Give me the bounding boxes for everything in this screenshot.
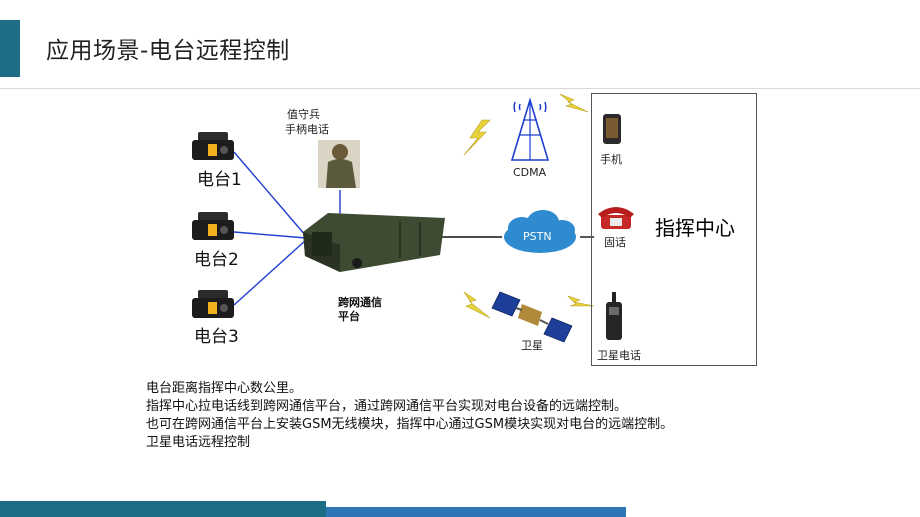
platform-label-line1: 跨网通信 xyxy=(338,296,382,309)
guard-label-line1: 值守兵 xyxy=(287,108,320,121)
radio-3-icon xyxy=(192,290,234,318)
satellite-icon xyxy=(491,291,573,343)
note-line-2: 指挥中心拉电话线到跨网通信平台，通过跨网通信平台实现对电台设备的远端控制。 xyxy=(146,399,628,414)
mobile-phone-label: 手机 xyxy=(600,153,622,166)
link-radio1 xyxy=(233,151,307,237)
radio-3-label: 电台3 xyxy=(194,327,239,347)
pstn-cloud-icon xyxy=(504,210,576,253)
footer-bar-dark xyxy=(0,501,326,517)
guard-label-line2: 手柄电话 xyxy=(285,123,329,136)
mobile-phone-icon xyxy=(603,114,621,144)
pstn-label: PSTN xyxy=(523,230,552,243)
title-divider xyxy=(0,88,920,89)
page-title: 应用场景-电台远程控制 xyxy=(46,38,290,64)
radio-1-label: 电台1 xyxy=(197,170,242,190)
footer-bar-light xyxy=(326,507,626,517)
title-accent-bar xyxy=(0,20,20,77)
link-radio3 xyxy=(233,239,307,306)
notes-block: 电台距离指挥中心数公里。 指挥中心拉电话线到跨网通信平台，通过跨网通信平台实现对… xyxy=(146,380,673,452)
landline-label: 固话 xyxy=(604,236,626,249)
link-radio2 xyxy=(233,231,307,239)
signal-bolt-1-icon xyxy=(463,119,491,156)
cdma-tower-icon xyxy=(510,97,550,161)
satellite-label: 卫星 xyxy=(521,339,543,352)
radio-2-label: 电台2 xyxy=(194,250,239,270)
soldier-icon xyxy=(318,140,360,188)
satellite-phone-label: 卫星电话 xyxy=(597,349,641,362)
cdma-label: CDMA xyxy=(513,166,547,179)
command-center-title: 指挥中心 xyxy=(655,216,735,240)
satellite-phone-icon xyxy=(606,292,622,340)
signal-bolt-2-icon xyxy=(559,93,589,113)
signal-bolt-4-icon xyxy=(567,295,595,307)
note-line-4: 卫星电话远程控制 xyxy=(146,435,251,450)
note-line-1: 电台距离指挥中心数公里。 xyxy=(146,381,303,396)
radio-2-icon xyxy=(192,212,234,240)
landline-phone-icon xyxy=(598,207,634,229)
platform-label-line2: 平台 xyxy=(338,310,360,323)
command-center-box xyxy=(591,93,757,366)
note-line-3: 也可在跨网通信平台上安装GSM无线模块，指挥中心通过GSM模块实现对电台的远端控… xyxy=(146,417,674,432)
radio-1-icon xyxy=(192,132,234,160)
platform-device-icon xyxy=(303,213,445,272)
signal-bolt-3-icon xyxy=(463,291,491,319)
